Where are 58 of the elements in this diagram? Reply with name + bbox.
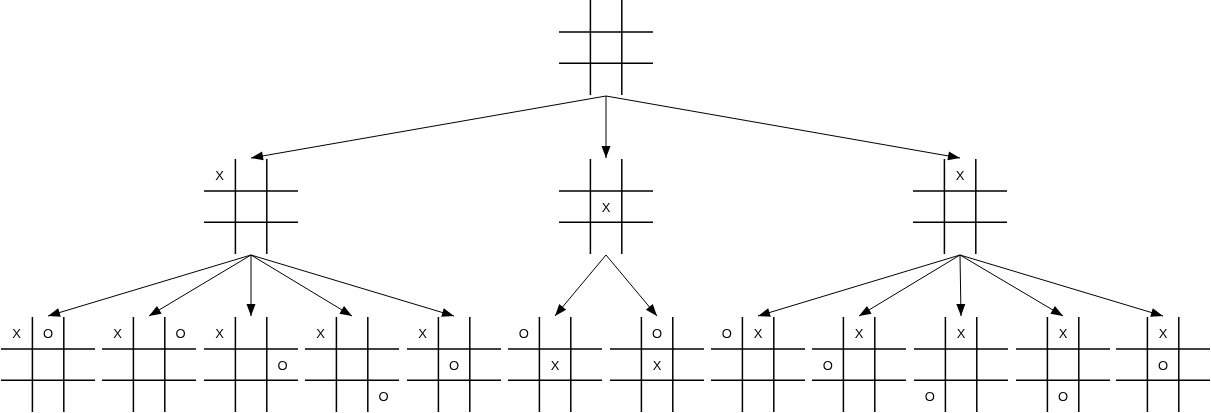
arrow [959, 254, 1064, 317]
board-mark: X [418, 326, 427, 340]
arrow [250, 95, 607, 161]
board-mark: X [215, 168, 224, 182]
board-mark: O [652, 326, 663, 340]
game-board [508, 317, 602, 412]
arrow [605, 254, 658, 317]
board-mark: O [175, 326, 186, 340]
game-board [204, 159, 298, 254]
game-board [559, 159, 653, 254]
arrow [959, 254, 1164, 317]
game-board [407, 317, 501, 412]
arrow [250, 254, 455, 317]
board-mark: X [316, 326, 325, 340]
arrow [47, 254, 252, 317]
board-mark: X [955, 168, 965, 182]
arrow [605, 95, 961, 161]
board-mark: X [215, 326, 224, 340]
game-board [204, 317, 298, 412]
game-board [610, 317, 704, 412]
board-mark: X [753, 326, 763, 340]
board-mark: O [43, 326, 54, 340]
arrow [858, 254, 961, 317]
board-mark: X [956, 326, 966, 340]
board-mark: X [113, 326, 122, 340]
board-mark: X [1058, 326, 1068, 340]
game-board [1116, 317, 1210, 412]
game-board [559, 0, 653, 95]
board-mark: O [378, 389, 389, 403]
board-mark: O [1058, 389, 1069, 403]
board-mark: X [1158, 326, 1168, 340]
arrow [554, 254, 607, 317]
arrow [757, 254, 961, 317]
board-mark: X [854, 326, 864, 340]
board-mark: O [449, 358, 460, 372]
game-board [711, 317, 805, 412]
game-board [102, 317, 196, 412]
board-mark: O [924, 389, 935, 403]
arrow [956, 254, 966, 317]
board-mark: X [601, 200, 611, 214]
arrow [246, 254, 256, 317]
arrow [148, 254, 252, 317]
game-board [1016, 317, 1110, 412]
game-board [913, 159, 1007, 254]
board-mark: O [721, 326, 732, 340]
game-board [1, 317, 95, 412]
arrow [601, 95, 611, 159]
board-mark: O [277, 358, 288, 372]
arrow [250, 254, 353, 317]
board-mark: O [1158, 358, 1169, 372]
game-board [812, 317, 906, 412]
board-mark: O [822, 358, 833, 372]
board-mark: X [550, 358, 560, 372]
board-mark: X [652, 358, 662, 372]
board-mark: X [12, 326, 21, 340]
game-board [914, 317, 1008, 412]
board-mark: O [518, 326, 529, 340]
game-board [305, 317, 399, 412]
